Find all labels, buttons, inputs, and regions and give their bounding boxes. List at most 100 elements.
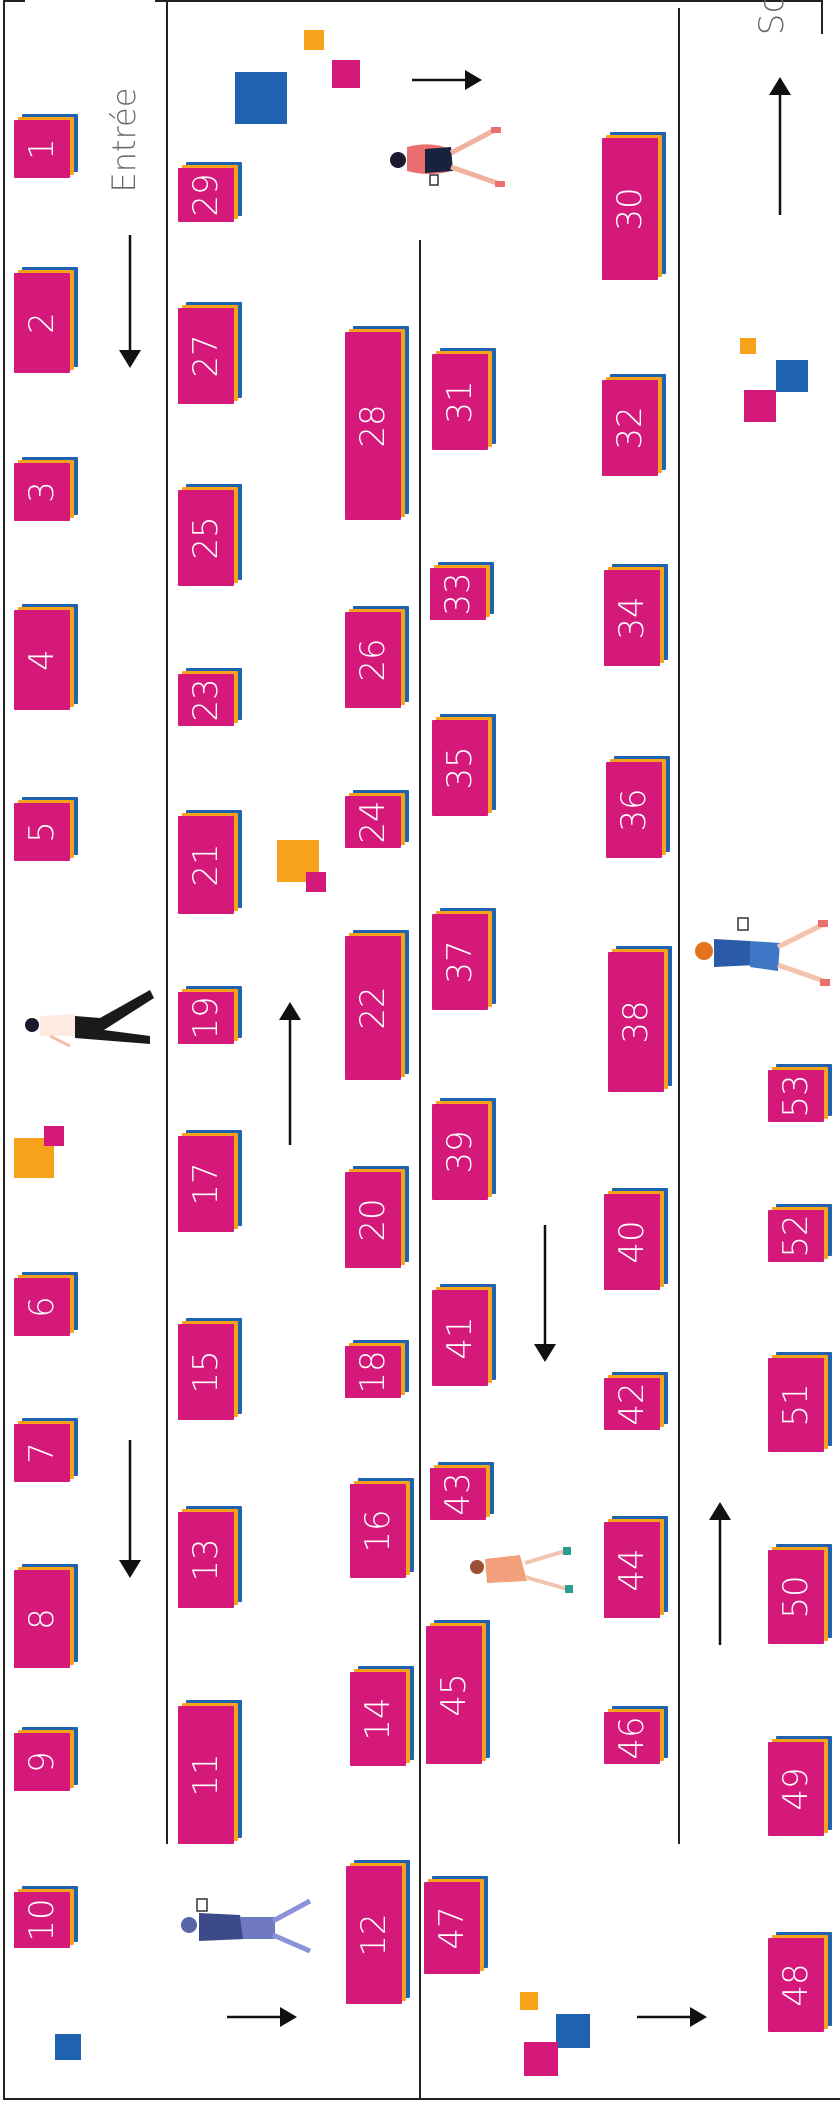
stand-18[interactable]: 18 bbox=[345, 1340, 409, 1398]
stand-number: 43 bbox=[438, 1472, 478, 1516]
decorative-square bbox=[332, 60, 360, 88]
stand-number: 40 bbox=[612, 1220, 652, 1264]
stand-number: 51 bbox=[776, 1383, 816, 1427]
stand-46[interactable]: 46 bbox=[604, 1706, 668, 1764]
stand-14[interactable]: 14 bbox=[350, 1666, 414, 1766]
person-icon bbox=[470, 1547, 573, 1593]
stand-28[interactable]: 28 bbox=[345, 326, 409, 520]
stand-26[interactable]: 26 bbox=[345, 606, 409, 708]
stand-15[interactable]: 15 bbox=[178, 1318, 242, 1420]
stand-number: 26 bbox=[353, 638, 393, 682]
stand-number: 25 bbox=[186, 516, 226, 560]
stand-number: 6 bbox=[22, 1296, 62, 1318]
stand-19[interactable]: 19 bbox=[178, 986, 242, 1044]
stand-9[interactable]: 9 bbox=[14, 1727, 78, 1791]
stand-number: 9 bbox=[22, 1751, 62, 1773]
person-icon bbox=[695, 917, 830, 986]
outer-wall-top-left bbox=[3, 0, 25, 2]
stand-number: 53 bbox=[776, 1074, 816, 1118]
stand-7[interactable]: 7 bbox=[14, 1418, 78, 1482]
stand-30[interactable]: 30 bbox=[602, 132, 666, 280]
stand-38[interactable]: 38 bbox=[608, 946, 672, 1092]
stand-10[interactable]: 10 bbox=[14, 1886, 78, 1948]
decorative-square bbox=[744, 390, 776, 422]
stand-35[interactable]: 35 bbox=[432, 714, 496, 816]
stand-number: 35 bbox=[440, 746, 480, 790]
stand-52[interactable]: 52 bbox=[768, 1204, 832, 1262]
arrow-icon bbox=[709, 1502, 731, 1645]
stand-12[interactable]: 12 bbox=[346, 1860, 410, 2004]
stand-number: 10 bbox=[22, 1898, 62, 1942]
stand-25[interactable]: 25 bbox=[178, 484, 242, 586]
stand-39[interactable]: 39 bbox=[432, 1098, 496, 1200]
stand-13[interactable]: 13 bbox=[178, 1506, 242, 1608]
stand-41[interactable]: 41 bbox=[432, 1284, 496, 1386]
stand-8[interactable]: 8 bbox=[14, 1564, 78, 1668]
person-icon bbox=[181, 1898, 312, 1954]
stand-4[interactable]: 4 bbox=[14, 604, 78, 710]
stand-number: 34 bbox=[612, 596, 652, 640]
stand-number: 42 bbox=[612, 1382, 652, 1426]
decorative-square bbox=[55, 2034, 81, 2060]
decorative-square bbox=[44, 1126, 64, 1146]
person-icon bbox=[25, 990, 154, 1048]
stand-number: 1 bbox=[22, 138, 62, 160]
stand-42[interactable]: 42 bbox=[604, 1372, 668, 1430]
stand-number: 31 bbox=[440, 380, 480, 424]
stand-44[interactable]: 44 bbox=[604, 1516, 668, 1618]
stand-number: 45 bbox=[434, 1673, 474, 1717]
stand-53[interactable]: 53 bbox=[768, 1064, 832, 1122]
stand-48[interactable]: 48 bbox=[768, 1932, 832, 2032]
stand-32[interactable]: 32 bbox=[602, 374, 666, 476]
stand-43[interactable]: 43 bbox=[430, 1462, 494, 1520]
outer-wall-left bbox=[3, 0, 5, 2100]
stand-number: 52 bbox=[776, 1214, 816, 1258]
stand-6[interactable]: 6 bbox=[14, 1272, 78, 1336]
stand-36[interactable]: 36 bbox=[606, 756, 670, 858]
stand-3[interactable]: 3 bbox=[14, 457, 78, 521]
stand-number: 30 bbox=[610, 187, 650, 231]
stand-49[interactable]: 49 bbox=[768, 1736, 832, 1836]
stand-2[interactable]: 2 bbox=[14, 267, 78, 373]
stand-number: 33 bbox=[438, 572, 478, 616]
stand-number: 29 bbox=[186, 173, 226, 217]
stand-number: 28 bbox=[353, 404, 393, 448]
stand-22[interactable]: 22 bbox=[345, 930, 409, 1080]
arrow-icon bbox=[119, 235, 141, 368]
stand-31[interactable]: 31 bbox=[432, 348, 496, 450]
stand-16[interactable]: 16 bbox=[350, 1478, 414, 1578]
stand-11[interactable]: 11 bbox=[178, 1700, 242, 1844]
outer-wall-top-right bbox=[745, 0, 823, 2]
stand-number: 7 bbox=[22, 1442, 62, 1464]
stand-23[interactable]: 23 bbox=[178, 668, 242, 726]
stand-29[interactable]: 29 bbox=[178, 162, 242, 222]
arrow-icon bbox=[227, 2007, 297, 2027]
stand-51[interactable]: 51 bbox=[768, 1352, 832, 1452]
stand-5[interactable]: 5 bbox=[14, 797, 78, 861]
decorative-square bbox=[235, 72, 287, 124]
stand-34[interactable]: 34 bbox=[604, 564, 668, 666]
stand-17[interactable]: 17 bbox=[178, 1130, 242, 1232]
stand-number: 5 bbox=[22, 821, 62, 843]
stand-number: 3 bbox=[22, 481, 62, 503]
stand-number: 48 bbox=[776, 1963, 816, 2007]
stand-47[interactable]: 47 bbox=[424, 1876, 488, 1974]
stand-number: 22 bbox=[353, 986, 393, 1030]
stand-21[interactable]: 21 bbox=[178, 810, 242, 914]
stand-45[interactable]: 45 bbox=[426, 1620, 490, 1764]
stand-number: 20 bbox=[353, 1198, 393, 1242]
stand-33[interactable]: 33 bbox=[430, 562, 494, 620]
stand-20[interactable]: 20 bbox=[345, 1166, 409, 1268]
stand-40[interactable]: 40 bbox=[604, 1188, 668, 1290]
inner-wall-1 bbox=[166, 0, 168, 1844]
stand-number: 46 bbox=[612, 1716, 652, 1760]
entrance-label: Entrée bbox=[105, 87, 143, 193]
stand-50[interactable]: 50 bbox=[768, 1544, 832, 1644]
stand-37[interactable]: 37 bbox=[432, 908, 496, 1010]
stand-number: 50 bbox=[776, 1575, 816, 1619]
stand-number: 49 bbox=[776, 1767, 816, 1811]
stand-27[interactable]: 27 bbox=[178, 302, 242, 404]
stand-number: 24 bbox=[353, 800, 393, 844]
stand-24[interactable]: 24 bbox=[345, 790, 409, 848]
stand-1[interactable]: 1 bbox=[14, 114, 78, 178]
